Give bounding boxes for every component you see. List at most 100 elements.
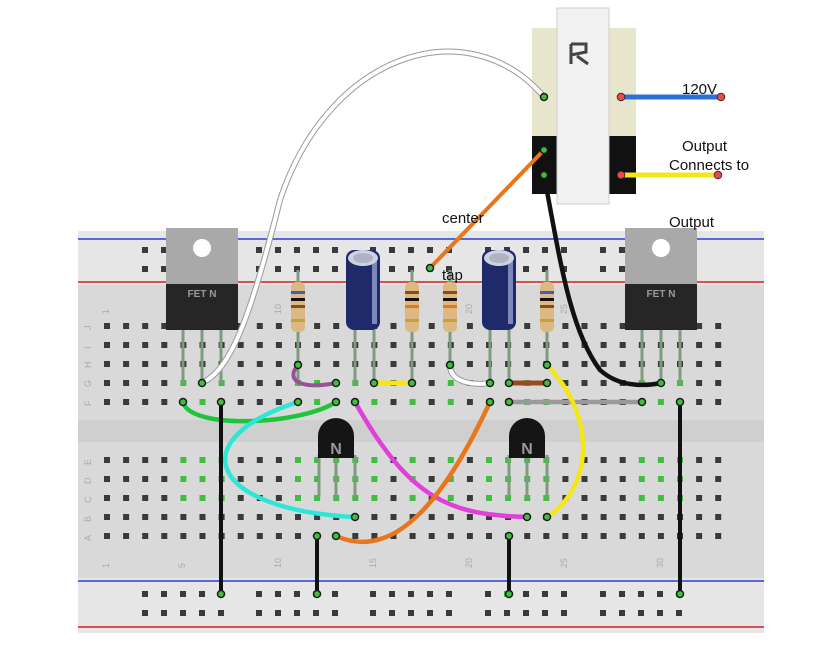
row-letter: C [83, 496, 93, 503]
transistor-right: N [509, 418, 545, 458]
breadboard-hole [409, 533, 416, 539]
breadboard-hole [619, 342, 626, 348]
breadboard-hole [123, 380, 130, 386]
wire-end [656, 378, 666, 388]
breadboard-hole [696, 380, 703, 386]
breadboard-hole [294, 266, 300, 272]
breadboard-hole [696, 476, 703, 482]
breadboard-hole [390, 323, 397, 329]
column-number: 1 [101, 309, 111, 314]
wire-purple [291, 363, 338, 388]
breadboard-hole [256, 342, 263, 348]
resistor [443, 270, 457, 332]
breadboard-hole [123, 495, 130, 501]
breadboard-hole [161, 495, 168, 501]
breadboard-hole [123, 361, 130, 367]
breadboard-hole [561, 247, 567, 253]
breadboard-hole [142, 495, 149, 501]
breadboard-hole [390, 476, 397, 482]
breadboard-hole [237, 380, 244, 386]
breadboard-hole [314, 476, 321, 482]
resistor [540, 270, 554, 332]
breadboard-hole [352, 533, 359, 539]
breadboard-hole [485, 591, 491, 597]
wire-end [485, 397, 495, 407]
breadboard-hole [524, 533, 531, 539]
wire-end [542, 360, 552, 370]
column-number: 5 [177, 563, 187, 568]
wire-orange [333, 399, 493, 545]
wire-end [539, 170, 549, 180]
breadboard-hole [619, 591, 625, 597]
breadboard-hole [619, 266, 625, 272]
breadboard-hole [715, 323, 722, 329]
breadboard-hole [600, 591, 606, 597]
breadboard-hole [275, 342, 282, 348]
wire-end-unconnected [617, 93, 625, 101]
breadboard-hole [161, 514, 168, 520]
breadboard-hole [696, 457, 703, 463]
breadboard-hole [275, 591, 281, 597]
wire-end [293, 360, 303, 370]
breadboard-hole [409, 514, 416, 520]
breadboard-hole [505, 495, 512, 501]
breadboard-hole [524, 342, 531, 348]
breadboard-hole [199, 514, 206, 520]
breadboard-hole [619, 514, 626, 520]
breadboard-hole [600, 266, 606, 272]
breadboard-hole [581, 323, 588, 329]
breadboard-hole [161, 533, 168, 539]
breadboard-hole [523, 247, 529, 253]
breadboard-hole [562, 361, 569, 367]
breadboard-hole [199, 610, 205, 616]
breadboard-hole [446, 610, 452, 616]
breadboard-hole [486, 495, 492, 501]
breadboard-hole [542, 610, 548, 616]
label-center-line2: tap [442, 267, 463, 284]
breadboard-hole [256, 591, 262, 597]
breadboard-hole [199, 476, 206, 482]
label-connects-line2: Output [669, 214, 715, 231]
breadboard-hole [123, 514, 130, 520]
breadboard-hole [390, 514, 397, 520]
breadboard-hole [600, 457, 607, 463]
breadboard-hole [142, 399, 149, 405]
breadboard-hole [123, 323, 130, 329]
wire-end [637, 397, 647, 407]
breadboard-hole [275, 495, 282, 501]
breadboard-hole [104, 399, 110, 405]
breadboard-hole [104, 533, 110, 539]
breadboard-hole [524, 361, 531, 367]
breadboard-hole [142, 533, 149, 539]
resistor [405, 270, 419, 332]
column-number: 15 [368, 558, 378, 568]
column-number: 30 [655, 558, 665, 568]
breadboard-hole [523, 591, 529, 597]
breadboard-hole [104, 476, 110, 482]
breadboard-hole [466, 533, 473, 539]
row-letter: J [83, 326, 93, 331]
breadboard-hole [161, 380, 168, 386]
label-center-tap: center tap [442, 171, 484, 304]
wire-end [293, 397, 303, 407]
breadboard-hole [696, 495, 703, 501]
wire-end [539, 145, 549, 155]
wire-ends [178, 92, 726, 599]
wire-end [445, 360, 455, 370]
breadboard-hole [696, 399, 703, 405]
breadboard-hole [161, 342, 168, 348]
wire-end [522, 512, 532, 522]
breadboard-hole [333, 361, 340, 367]
breadboard-hole [696, 361, 703, 367]
breadboard-hole [447, 495, 454, 501]
breadboard-hole [295, 495, 301, 501]
breadboard-hole [619, 323, 626, 329]
row-letter: A [83, 535, 93, 541]
breadboard-hole [333, 495, 340, 501]
breadboard-hole [275, 514, 282, 520]
row-letter: H [83, 362, 93, 369]
breadboard-hole [275, 399, 282, 405]
label-connects-to-output: Connects to Output [669, 118, 749, 251]
label-connects-line1: Connects to [669, 157, 750, 174]
breadboard-hole [542, 266, 548, 272]
